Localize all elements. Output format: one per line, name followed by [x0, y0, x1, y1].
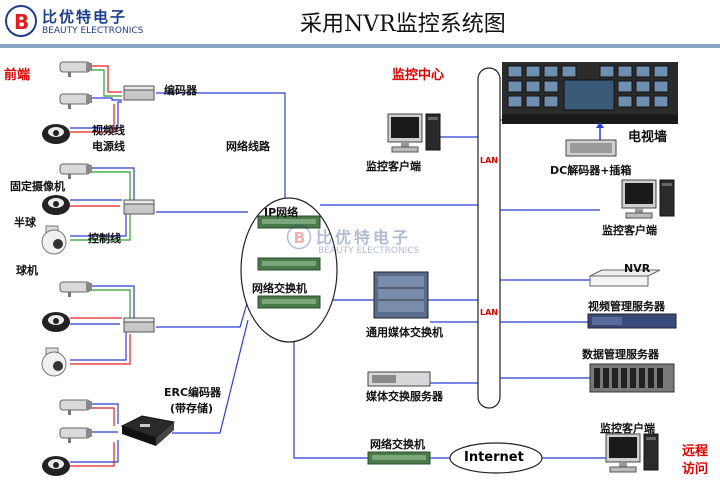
brand-name-en: BEAUTY ELECTRONICS [42, 26, 144, 36]
brand-mark-icon: B [5, 5, 37, 37]
bullet-camera-icon [59, 61, 93, 78]
media-switch-cabinet-icon [373, 271, 429, 319]
label-network-switch-cloud: 网络交换机 [252, 282, 307, 295]
label-fixed-camera: 固定摄像机 [10, 180, 65, 193]
switch-icon [257, 295, 321, 309]
label-general-media-switch: 通用媒体交换机 [366, 326, 443, 339]
label-media-switch-server: 媒体交换服务器 [366, 390, 443, 403]
dome-camera-icon [42, 312, 70, 332]
bullet-camera-icon [59, 281, 93, 298]
tv-wall-icon [502, 62, 678, 124]
label-remote-access: 远程 [682, 444, 709, 459]
label-monitor-client-1: 监控客户端 [366, 160, 421, 173]
label-video-mgmt-server: 视频管理服务器 [588, 300, 665, 313]
label-data-mgmt-server: 数据管理服务器 [582, 348, 659, 361]
label-front-end: 前端 [4, 68, 31, 83]
dome-camera-icon [42, 195, 70, 215]
decoder-chassis-icon [565, 139, 617, 157]
label-lan-2: LAN [480, 308, 498, 317]
switch-icon [367, 451, 431, 465]
speed-dome-icon [41, 225, 67, 255]
server-icon [587, 313, 677, 329]
computer-icon [387, 113, 441, 153]
brand-logo: B 比优特电子 BEAUTY ELECTRONICS [4, 4, 204, 40]
tv-wall-arrow [596, 122, 604, 140]
encoder-icon [123, 317, 155, 333]
dome-camera-icon [42, 124, 70, 144]
label-erc-encoder: ERC编码器 [164, 386, 222, 399]
network-lines [156, 92, 606, 459]
label-internet: Internet [464, 450, 524, 465]
label-lan-1: LAN [480, 156, 498, 165]
erc-encoder-icon [120, 415, 176, 446]
lan-backbone [477, 67, 501, 409]
svg-text:B: B [14, 10, 29, 34]
encoder-icon [123, 85, 155, 101]
label-half-dome: 半球 [14, 216, 36, 229]
label-remote-access-2: 访问 [682, 462, 709, 477]
internet-cloud [449, 442, 543, 474]
watermark-cn: 比优特电子 [316, 228, 412, 247]
rack-server-icon [367, 371, 431, 387]
label-monitor-client-3: 监控客户端 [600, 422, 655, 435]
label-ip-network: IP网络 [264, 206, 299, 219]
bullet-camera-icon [59, 163, 93, 180]
label-with-storage: (带存储) [170, 402, 214, 415]
label-monitor-center: 监控中心 [392, 68, 445, 83]
label-control-line: 控制线 [88, 232, 121, 245]
brand-name-cn: 比优特电子 [42, 8, 128, 26]
header-divider [0, 44, 720, 48]
header: B 比优特电子 BEAUTY ELECTRONICS 采用NVR监控系统图 [0, 0, 720, 46]
computer-icon [605, 433, 659, 473]
label-dc-decoder: DC解码器+插箱 [550, 164, 632, 177]
label-nvr: NVR [624, 262, 651, 275]
label-video-line: 视频线 [92, 124, 125, 137]
bullet-camera-icon [59, 93, 93, 110]
bullet-camera-icon [59, 399, 93, 416]
label-power-line: 电源线 [92, 140, 125, 153]
label-network-switch: 网络交换机 [370, 438, 425, 451]
watermark: B 比优特电子 BEAUTY ELECTRONICS [286, 224, 446, 264]
storage-server-icon [589, 363, 675, 393]
label-monitor-client-2: 监控客户端 [602, 224, 657, 237]
label-network-line: 网络线路 [226, 140, 270, 153]
label-tv-wall: 电视墙 [628, 130, 668, 145]
encoder-icon [123, 199, 155, 215]
computer-icon [621, 179, 675, 219]
label-encoder: 编码器 [164, 84, 197, 97]
nvr-icon [589, 269, 661, 287]
svg-text:B: B [294, 229, 306, 247]
speed-dome-icon [41, 347, 67, 377]
label-speed-dome: 球机 [16, 264, 38, 277]
watermark-en: BEAUTY ELECTRONICS [318, 246, 420, 256]
page-title: 采用NVR监控系统图 [300, 12, 506, 37]
brand-mark-icon: B [286, 224, 312, 250]
dome-camera-icon [42, 456, 70, 476]
bullet-camera-icon [59, 427, 93, 444]
front-end-devices [41, 61, 176, 476]
front-end-cables [70, 65, 135, 467]
